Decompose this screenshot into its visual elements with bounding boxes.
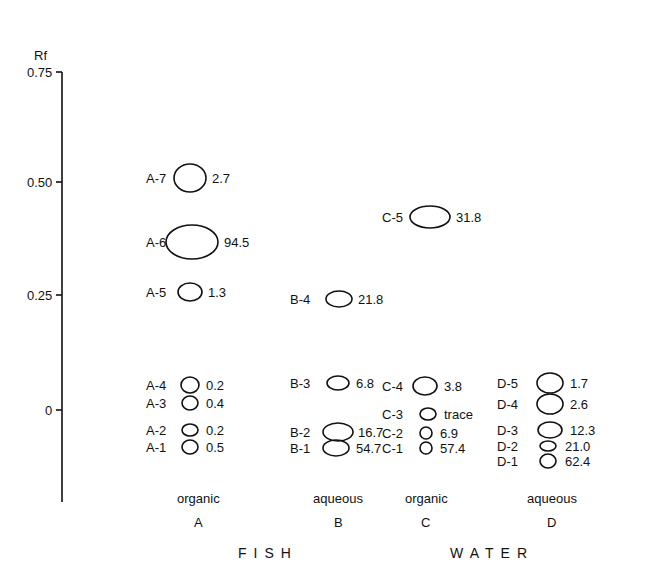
spot-value: 0.2 (206, 379, 224, 392)
spot-value: 3.8 (444, 380, 462, 393)
group-title: FISH (238, 546, 298, 560)
phase-label: organic (405, 492, 448, 505)
lane-letter: B (334, 516, 343, 529)
spot-label: A-2 (146, 424, 166, 437)
group-title: WATER (450, 546, 534, 560)
spot-value: 0.4 (206, 397, 224, 410)
axis-tick-label: 0 (45, 404, 52, 417)
spot-label: B-4 (290, 293, 310, 306)
lane-letter: D (547, 516, 556, 529)
spot-value: 16.7 (358, 426, 383, 439)
spot-label: A-3 (146, 397, 166, 410)
spot-label: D-5 (497, 377, 518, 390)
spot-label: D-3 (497, 424, 518, 437)
spot-value: 12.3 (570, 424, 595, 437)
spot-label: C-2 (382, 427, 403, 440)
spot-label: A-7 (146, 172, 166, 185)
spot-value: 31.8 (456, 211, 481, 224)
spot-label: A-5 (146, 286, 166, 299)
spot-label: A-4 (146, 379, 166, 392)
spot-value: 21.0 (565, 440, 590, 453)
spot-value: 0.2 (206, 424, 224, 437)
spot-value: 1.7 (570, 377, 588, 390)
spot-value: 94.5 (224, 236, 249, 249)
lane-letter: A (194, 516, 203, 529)
spot-label: A-6 (146, 236, 166, 249)
spot-value: trace (444, 408, 473, 421)
spot-label: C-1 (382, 442, 403, 455)
phase-label: aqueous (527, 492, 577, 505)
spot-value: 57.4 (440, 442, 465, 455)
lane-letter: C (421, 516, 430, 529)
spot-value: 6.8 (356, 377, 374, 390)
spot-value: 2.6 (570, 398, 588, 411)
spot-value: 0.5 (206, 441, 224, 454)
axis-tick-label: 0.25 (27, 289, 52, 302)
spot-label: D-2 (497, 440, 518, 453)
spot-label: C-5 (382, 211, 403, 224)
spot-value: 1.3 (208, 286, 226, 299)
phase-label: organic (177, 492, 220, 505)
spot-label: B-3 (290, 377, 310, 390)
spot-label: B-1 (290, 442, 310, 455)
spot-value: 2.7 (212, 172, 230, 185)
spot-value: 21.8 (358, 293, 383, 306)
axis-tick-label: 0.50 (27, 176, 52, 189)
spot-label: D-4 (497, 398, 518, 411)
spot-label: D-1 (497, 455, 518, 468)
axis-title: Rf (34, 49, 47, 62)
axis-tick-label: 0.75 (27, 66, 52, 79)
spot-label: B-2 (290, 426, 310, 439)
spot-value: 54.7 (356, 442, 381, 455)
spot-label: A-1 (146, 441, 166, 454)
spot-value: 62.4 (565, 455, 590, 468)
spot-label: C-3 (382, 408, 403, 421)
spot-label: C-4 (382, 380, 403, 393)
spot-value: 6.9 (440, 427, 458, 440)
phase-label: aqueous (313, 492, 363, 505)
